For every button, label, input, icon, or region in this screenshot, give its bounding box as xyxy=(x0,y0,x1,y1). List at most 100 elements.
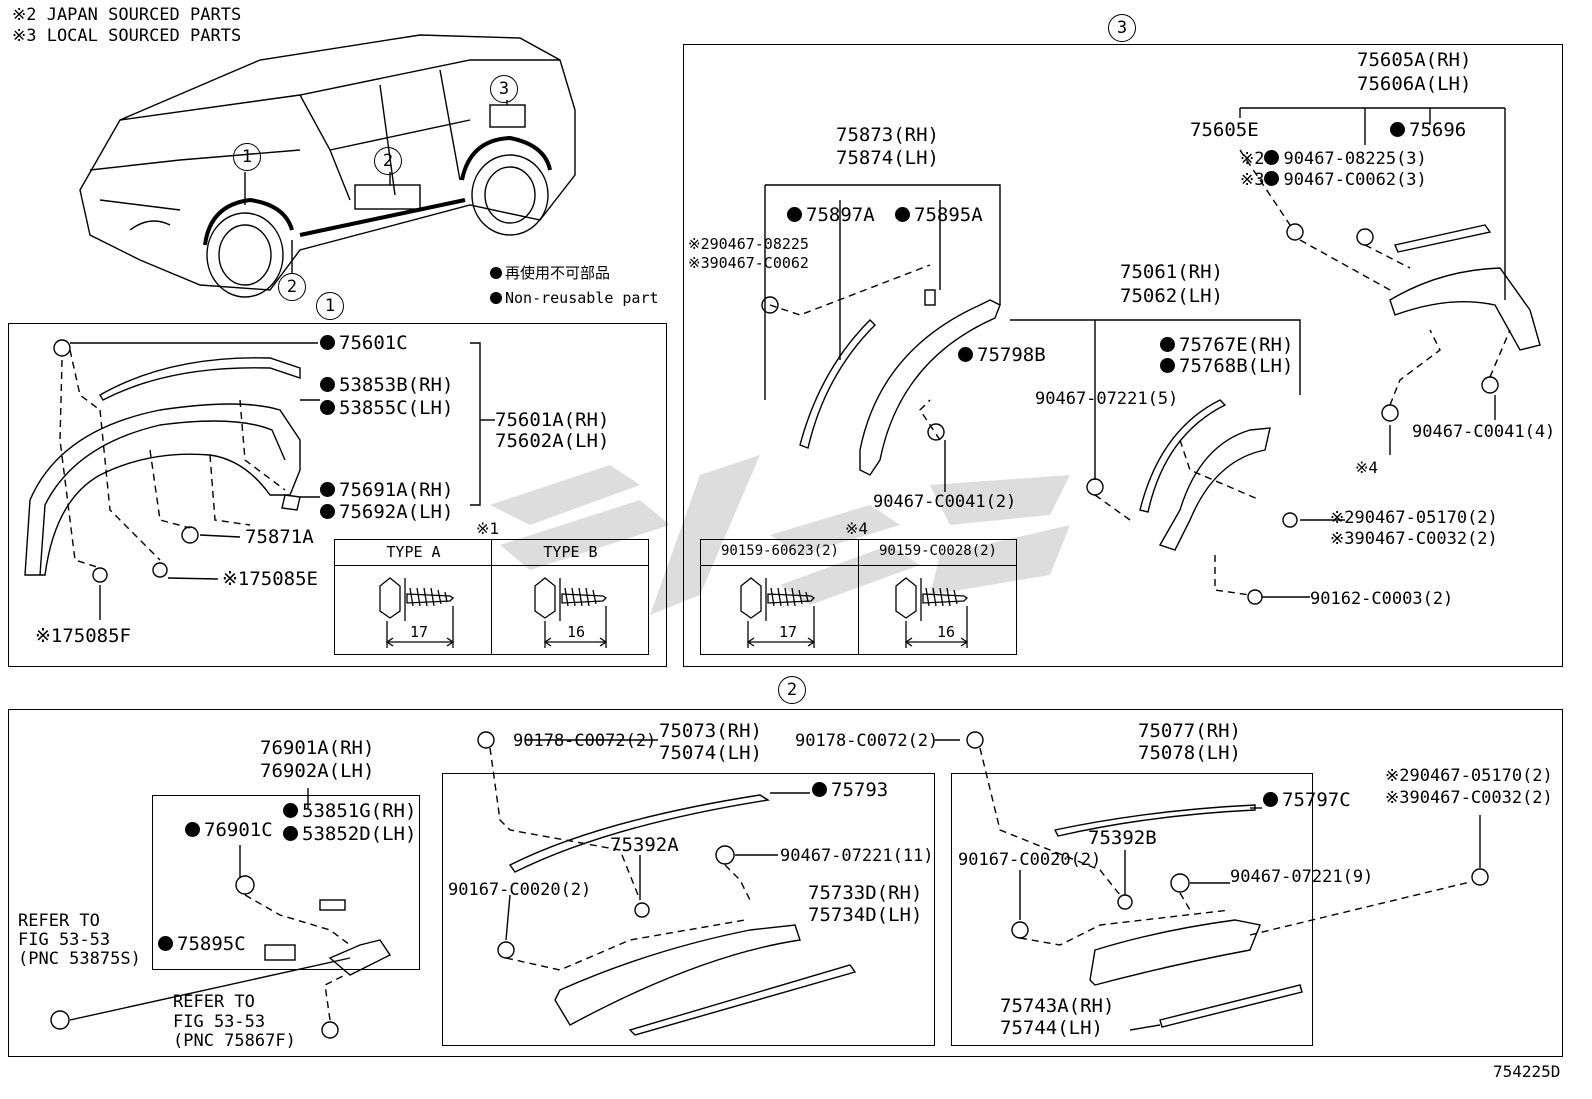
part-75767E[interactable]: 75767E(RH) xyxy=(1160,335,1293,355)
vehicle-illustration xyxy=(79,34,576,298)
part-75733D[interactable]: 75733D(RH) xyxy=(808,882,923,904)
part-75871A[interactable]: 75871A xyxy=(245,526,314,548)
filled-dot-icon xyxy=(490,267,502,279)
note-japan-sourced: ※2 JAPAN SOURCED PARTS xyxy=(12,5,242,25)
part-75797C[interactable]: 75797C xyxy=(1263,790,1351,810)
part-53855C[interactable]: 53855C(LH) xyxy=(320,398,453,418)
bolt-diagram-icon xyxy=(740,577,969,648)
filled-dot-icon xyxy=(490,292,502,304)
part-90167-C0020-b[interactable]: 90167-C0020(2) xyxy=(958,850,1102,870)
part-75605E[interactable]: 75605E xyxy=(1190,119,1259,141)
refer-75867F-line1: REFER TO xyxy=(173,992,255,1012)
section3-parts xyxy=(761,107,1541,605)
part-90467-07221-9[interactable]: 90467-07221(9) xyxy=(1230,867,1374,887)
section2-label: 2 xyxy=(778,676,806,704)
part-75768B[interactable]: 75768B(LH) xyxy=(1160,356,1293,376)
legend-non-reusable-jp: 再使用不可部品 xyxy=(490,263,610,283)
part-90467-C0032-2[interactable]: ※390467-C0032(2) xyxy=(1330,529,1498,549)
part-75895A[interactable]: 75895A xyxy=(895,205,983,225)
section3-frame xyxy=(683,44,1563,667)
part-75085E[interactable]: ※175085E xyxy=(222,568,318,590)
refer-75867F-line2: FIG 53-53 xyxy=(173,1012,266,1032)
part-53853B[interactable]: 53853B(RH) xyxy=(320,375,453,395)
bolt-diagram-icon xyxy=(379,577,608,648)
part-90167-C0020-a[interactable]: 90167-C0020(2) xyxy=(448,880,592,900)
subframe-75073 xyxy=(442,773,935,1046)
section2-parts xyxy=(50,731,1489,1039)
table-col-90159-C0028: 90159-C0028(2) xyxy=(878,543,997,559)
section3-label: 3 xyxy=(1108,14,1136,42)
part-75691A[interactable]: 75691A(RH) xyxy=(320,480,453,500)
table-col-90159-60623: 90159-60623(2) xyxy=(720,543,839,559)
part-75074[interactable]: 75074(LH) xyxy=(659,742,762,764)
part-75605A[interactable]: 75605A(RH) xyxy=(1357,49,1472,71)
part-76901A[interactable]: 76901A(RH) xyxy=(260,737,375,759)
table-length-a: 17 xyxy=(410,623,429,641)
part-75744[interactable]: 75744(LH) xyxy=(1000,1017,1103,1039)
part-75798B[interactable]: 75798B xyxy=(958,345,1046,365)
part-75793[interactable]: 75793 xyxy=(812,780,888,800)
part-75085F[interactable]: ※175085F xyxy=(35,625,131,647)
part-90467-C0041-2[interactable]: 90467-C0041(2) xyxy=(873,492,1017,512)
refer-53875S-line2: FIG 53-53 xyxy=(18,930,111,950)
part-75602A[interactable]: 75602A(LH) xyxy=(495,430,610,452)
refer-53875S-line1: REFER TO xyxy=(18,911,100,931)
part-90467-07221-11[interactable]: 90467-07221(11) xyxy=(780,846,934,866)
part-90467-C0041-4[interactable]: 90467-C0041(4) xyxy=(1412,422,1556,442)
part-90162-C0003-2[interactable]: 90162-C0003(2) xyxy=(1310,589,1454,609)
section1-bolt-table: TYPE A TYPE B 17 16 xyxy=(334,539,649,655)
part-75392A[interactable]: 75392A xyxy=(610,834,679,856)
part-75895C[interactable]: 75895C xyxy=(158,934,246,954)
watermark-logo xyxy=(490,455,1070,615)
part-53851G[interactable]: 53851G(RH) xyxy=(283,801,416,821)
part-75601C[interactable]: 75601C xyxy=(320,333,408,353)
note-4-table-mark: ※4 xyxy=(845,519,869,538)
part-75734D[interactable]: 75734D(LH) xyxy=(808,904,923,926)
callout-1[interactable]: 1 xyxy=(233,143,261,171)
section1-label: 1 xyxy=(316,292,344,320)
table-col-type-b: TYPE B xyxy=(543,543,598,561)
part-75392B[interactable]: 75392B xyxy=(1088,827,1157,849)
note-1-mark: ※1 xyxy=(476,519,500,538)
callout-2-lower[interactable]: 2 xyxy=(278,273,306,301)
part-75696[interactable]: 75696 xyxy=(1390,120,1466,140)
refer-75867F-line3[interactable]: (PNC 75867F) xyxy=(173,1031,296,1051)
part-75073[interactable]: 75073(RH) xyxy=(659,720,762,742)
part-75601A[interactable]: 75601A(RH) xyxy=(495,409,610,431)
part-75897A[interactable]: 75897A xyxy=(787,205,875,225)
part-90467-05170-2[interactable]: ※290467-05170(2) xyxy=(1330,508,1498,528)
part-75743A[interactable]: 75743A(RH) xyxy=(1000,995,1115,1017)
part-76902A[interactable]: 76902A(LH) xyxy=(260,760,375,782)
section1-frame xyxy=(8,323,667,667)
part-76901C[interactable]: 76901C xyxy=(185,820,273,840)
part-75692A[interactable]: 75692A(LH) xyxy=(320,502,453,522)
part-53852D[interactable]: 53852D(LH) xyxy=(283,824,416,844)
legend-non-reusable-en: Non-reusable part xyxy=(490,288,659,308)
part-75077[interactable]: 75077(RH) xyxy=(1138,720,1241,742)
callout-2[interactable]: 2 xyxy=(374,147,402,175)
figure-code: 754225D xyxy=(1493,1062,1561,1081)
part-75874[interactable]: 75874(LH) xyxy=(836,147,939,169)
subframe-76901 xyxy=(152,795,420,970)
part-75061[interactable]: 75061(RH) xyxy=(1120,261,1223,283)
part-90467-C0062[interactable]: ※390467-C0062 xyxy=(688,254,809,272)
section3-bolt-table: 90159-60623(2) 90159-C0028(2) 17 16 xyxy=(700,539,1017,655)
section1-parts xyxy=(24,339,495,620)
part-75606A[interactable]: 75606A(LH) xyxy=(1357,73,1472,95)
part-90467-05170[interactable]: ※290467-05170(2) xyxy=(1385,766,1553,786)
part-75873[interactable]: 75873(RH) xyxy=(836,124,939,146)
part-75078[interactable]: 75078(LH) xyxy=(1138,742,1241,764)
note-4-mark: ※4 xyxy=(1355,458,1379,477)
part-90178-C0072-a[interactable]: 90178-C0072(2) xyxy=(513,731,657,751)
part-90467-07221-5[interactable]: 90467-07221(5) xyxy=(1035,389,1179,409)
part-90178-C0072-b[interactable]: 90178-C0072(2) xyxy=(795,731,939,751)
callout-3[interactable]: 3 xyxy=(490,75,518,103)
table-length-a: 17 xyxy=(779,623,798,641)
part-90467-C0032[interactable]: ※390467-C0032(2) xyxy=(1385,788,1553,808)
part-90467-08225[interactable]: ※290467-08225 xyxy=(688,235,809,253)
refer-53875S-line3[interactable]: (PNC 53875S) xyxy=(18,949,141,969)
part-75062[interactable]: 75062(LH) xyxy=(1120,285,1223,307)
